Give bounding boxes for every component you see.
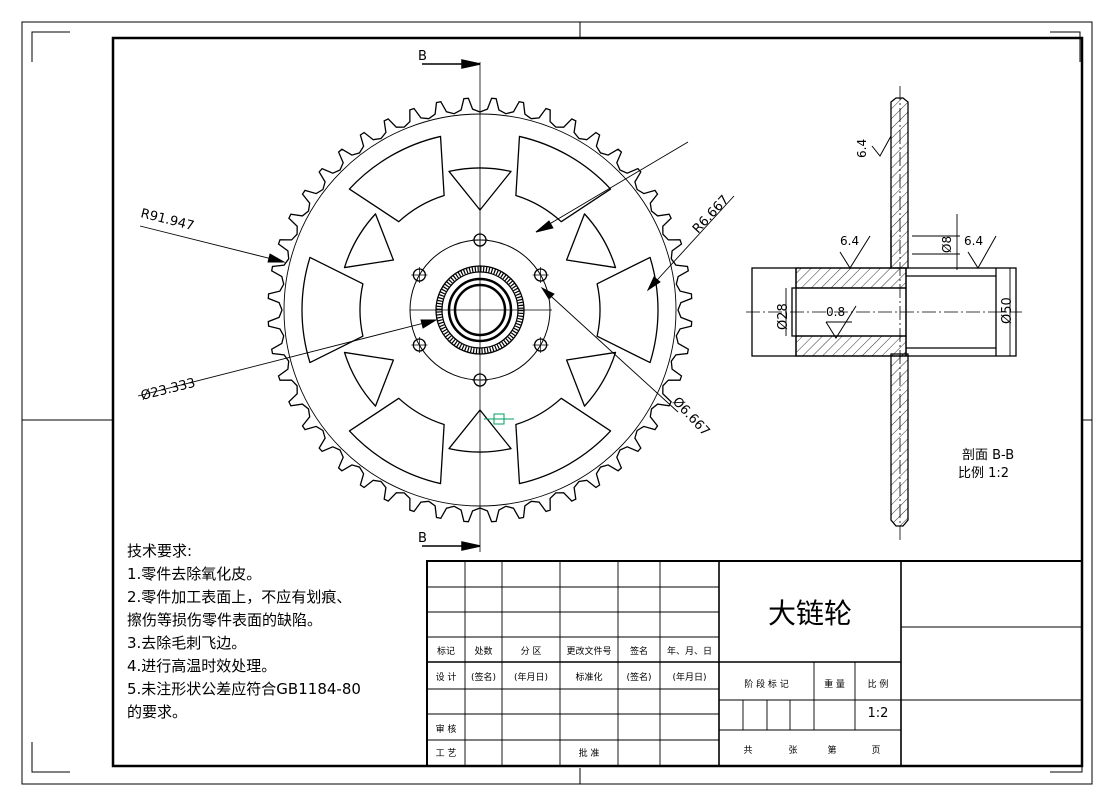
center-lines	[410, 62, 552, 552]
dim-inner-diameter: Ø23.333	[139, 376, 197, 404]
section-label-top: B	[418, 49, 427, 64]
tb-standardization: 标准化	[575, 673, 603, 683]
tech-item: 5.未注形状公差应符合GB1184-80	[127, 680, 361, 698]
roughness-4: 0.8	[826, 305, 845, 319]
section-scale: 比例 1:2	[958, 466, 1009, 481]
tb-header-zone: 分 区	[520, 647, 542, 657]
roughness-2: 6.4	[840, 234, 859, 248]
tb-sheet-total-prefix: 共	[743, 746, 753, 756]
dim-shoulder: Ø8	[940, 236, 954, 253]
spoke-window	[596, 256, 659, 364]
outer-border	[21, 21, 1093, 785]
triangle-window	[565, 351, 617, 407]
tech-item: 4.进行高温时效处理。	[127, 657, 277, 675]
section-title: 剖面 B-B	[962, 448, 1014, 463]
tb-design-sign: (签名)	[470, 673, 497, 683]
tb-header-count: 处数	[474, 647, 493, 657]
section-view	[751, 97, 1017, 527]
roughness-symbols	[825, 135, 997, 339]
spoke-window	[301, 256, 364, 364]
tb-review: 审 核	[435, 725, 457, 735]
tb-sheet-no-prefix: 第	[827, 746, 837, 756]
tb-process: 工 艺	[435, 749, 457, 759]
tb-weight: 重 量	[824, 680, 845, 690]
part-name: 大链轮	[767, 597, 852, 630]
tech-item: 3.去除毛刺飞边。	[127, 634, 247, 652]
title-block	[426, 560, 1083, 767]
triangle-window	[343, 351, 395, 407]
tb-std-date: (年月日)	[672, 673, 707, 683]
section-dim-lines	[785, 214, 1011, 356]
tech-item: 的要求。	[127, 703, 188, 721]
tb-design-date: (年月日)	[513, 673, 549, 683]
tb-header-change-doc: 更改文件号	[566, 647, 612, 657]
tb-std-sign: (签名)	[626, 673, 652, 683]
dim-hub: Ø50	[1000, 297, 1015, 324]
roughness-1: 6.4	[855, 139, 869, 158]
tech-item: 2.零件加工表面上，不应有划痕、	[127, 588, 352, 606]
spoke-window	[348, 397, 445, 485]
tb-design: 设 计	[435, 673, 457, 683]
dim-bore: Ø28	[776, 303, 791, 330]
spoke-window	[515, 135, 612, 223]
tb-stage-mark: 阶 段 标 记	[744, 680, 789, 690]
dim-outer-radius: R91.947	[139, 206, 196, 234]
tb-scale-value: 1:2	[867, 706, 889, 721]
tb-scale-label: 比 例	[867, 680, 889, 690]
triangle-window	[565, 213, 617, 269]
tb-header-mark: 标记	[436, 647, 455, 657]
triangle-window	[343, 213, 395, 269]
tb-header-signature: 签名	[629, 647, 648, 657]
technical-requirements: 技术要求: 1.零件去除氧化皮。 2.零件加工表面上，不应有划痕、 擦伤等损伤零…	[127, 540, 417, 724]
tb-sheet-total-suffix: 张	[788, 746, 798, 756]
tech-item: 擦伤等损伤零件表面的缺陷。	[127, 611, 323, 629]
tb-approve: 批 准	[578, 749, 600, 759]
dim-fillet-radius: R6.667	[690, 193, 733, 237]
dim-hole-diameter: Ø6.667	[669, 394, 712, 439]
tech-item: 1.零件去除氧化皮。	[127, 565, 262, 583]
spoke-window	[348, 135, 445, 223]
section-arrows	[422, 59, 481, 551]
section-center-line	[746, 86, 1022, 540]
roughness-3: 6.4	[964, 234, 983, 248]
cursor-marker	[484, 413, 514, 425]
tb-header-date: 年、月、日	[666, 647, 712, 657]
section-label-bottom: B	[418, 531, 427, 546]
spoke-window	[515, 397, 612, 485]
tb-sheet-no-suffix: 页	[871, 746, 881, 756]
tech-title: 技术要求:	[127, 542, 193, 560]
dimension-leaders	[137, 141, 735, 413]
